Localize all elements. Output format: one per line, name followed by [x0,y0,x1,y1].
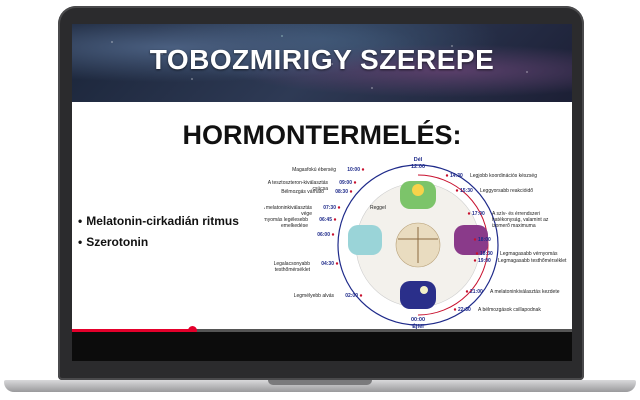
event-label: A vérnyomás legélesebb [264,217,308,223]
event-label: Legmélyebb alvás [294,293,335,299]
moon-icon [420,286,428,294]
event-label: testhőmérséklet [275,267,311,273]
event-marker [465,290,469,293]
event-label: Legjobb koordinációs készség [470,173,537,179]
event-time: 14:30 [450,173,463,179]
event-marker [453,308,457,311]
video-controls-bar [72,332,572,361]
event-label: Legmagasabb testhőmérséklet [498,258,567,264]
label-midnight: Éjfél [412,322,424,330]
event-marker [353,181,357,184]
event-label: A szív- és érrendszeri [492,211,540,217]
video-progress-fill [72,329,192,332]
event-marker [349,190,353,193]
event-marker [331,233,335,236]
laptop-base [4,380,636,392]
event-label: Bélmozgás várható [281,189,324,195]
slide-body: HORMONTERMELÉS: Melatonin-cirkadián ritm… [72,102,572,330]
event-label: hatékonyság, valamint az [492,217,549,223]
scene-night-icon [400,281,436,309]
event-marker [335,262,339,265]
event-label: izomerő maximuma [492,223,536,229]
event-label: Legmagasabb vérnyomás [500,251,558,257]
event-label: A melatoninkiválasztás kezdete [490,289,560,295]
event-time: 18:30 [480,251,493,257]
event-time: 08:30 [335,189,348,195]
event-time: 10:00 [347,167,360,173]
scene-sunset-icon [454,225,488,255]
event-time: 21:00 [470,289,483,295]
bullet-item: Szerotonin [78,235,239,249]
event-label: Magasfokú éberség [292,167,336,173]
event-marker [445,174,449,177]
event-marker [455,189,459,192]
event-time: 09:00 [339,180,352,186]
label-noon: Dél [414,157,423,163]
inner-note: Reggel [370,205,386,211]
slide-title-band: TOBOZMIRIGY SZEREPE [72,24,572,102]
clock-outer-ring [337,164,499,326]
event-time: 19:00 [478,258,491,264]
event-marker [333,218,337,221]
event-marker [359,294,363,297]
event-marker [473,259,477,262]
time-midnight: 00:00 [411,317,425,323]
event-time: 17:00 [472,211,485,217]
event-time: 18:00 [478,237,491,243]
event-label: Leggyorsabb reakcióidő [480,188,533,194]
event-time: 06:00 [317,232,330,238]
event-time: 02:00 [345,293,358,299]
bullet-list: Melatonin-cirkadián ritmus Szerotonin [78,214,239,256]
event-label: A tesztoszteron-kiválasztás [268,180,329,186]
bullet-item: Melatonin-cirkadián ritmus [78,214,239,228]
video-scrubber-handle[interactable] [188,326,197,335]
event-label: vége [301,211,312,217]
video-progress-bar[interactable] [72,326,572,335]
sun-icon [412,184,424,196]
scene-morning-icon [348,225,382,255]
laptop-notch [268,380,372,385]
event-time: 06:45 [319,217,332,223]
time-noon: 12:00 [411,164,425,170]
event-marker [473,238,477,241]
event-label: Legalacsonyabb [274,261,311,267]
event-label: A bélmozgások csillapodnak [478,307,541,313]
event-marker [475,252,479,255]
starfield-background [72,24,572,102]
slide-heading: HORMONTERMELÉS: [182,120,462,150]
slide-title: TOBOZMIRIGY SZEREPE [149,44,495,75]
event-marker [361,168,365,171]
event-time: 07:30 [323,205,336,211]
video-screen[interactable]: TOBOZMIRIGY SZEREPE HORMONTERMELÉS: Mela… [72,24,572,361]
event-time: 15:30 [460,188,473,194]
circadian-clock-diagram: Reggel Dél 12:00 Éjfél 00:00 10:00 Magasf… [264,157,567,330]
event-label: emelkedése [281,223,308,229]
event-marker [337,206,341,209]
event-time: 22:30 [458,307,471,313]
event-marker [467,212,471,215]
event-label: csúcsa [312,186,328,192]
left-events: 10:00 Magasfokú éberség 09:00 A tesztoszter… [264,167,365,299]
event-time: 04:30 [321,261,334,267]
event-label: A melatoninkiválasztás [264,205,312,211]
